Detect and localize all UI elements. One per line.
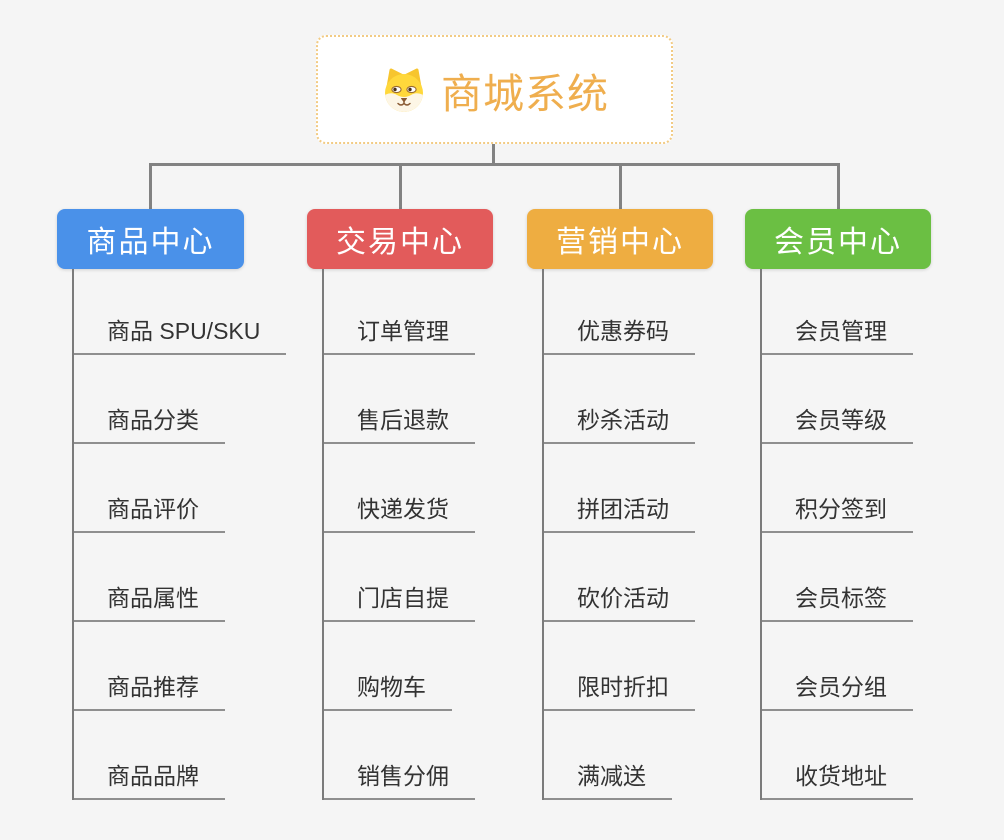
child-topic[interactable]: 优惠券码 <box>544 312 695 355</box>
child-column-product-center: 商品 SPU/SKU 商品分类商品评价商品属性商品推荐商品品牌 <box>72 269 287 800</box>
child-topic[interactable]: 商品 SPU/SKU <box>74 312 287 355</box>
root-stem-connector <box>492 143 495 165</box>
branch-node-product-center[interactable]: 商品中心 <box>57 209 244 269</box>
drop-connector-trade-center <box>398 163 402 210</box>
child-topic[interactable]: 会员等级 <box>762 401 913 444</box>
child-topic[interactable]: 销售分佣 <box>324 757 475 800</box>
child-topic[interactable]: 积分签到 <box>762 490 913 533</box>
branch-label: 交易中心 <box>336 226 464 259</box>
child-column-member-center: 会员管理会员等级积分签到会员标签会员分组收货地址 <box>760 269 913 800</box>
branch-horizontal-connector <box>149 163 839 166</box>
child-column-marketing-center: 优惠券码秒杀活动拼团活动砍价活动限时折扣满减送 <box>542 269 695 800</box>
child-topic[interactable]: 购物车 <box>324 668 452 711</box>
drop-connector-member-center <box>836 163 840 210</box>
child-topic[interactable]: 商品属性 <box>74 579 225 622</box>
child-topic[interactable]: 拼团活动 <box>544 490 695 533</box>
drop-connector-marketing-center <box>618 163 622 210</box>
child-column-trade-center: 订单管理售后退款快递发货门店自提购物车销售分佣 <box>322 269 475 800</box>
branch-label: 商品中心 <box>86 226 215 259</box>
branch-node-member-center[interactable]: 会员中心 <box>745 209 931 269</box>
branch-node-trade-center[interactable]: 交易中心 <box>307 209 493 269</box>
child-topic[interactable]: 商品品牌 <box>74 757 225 800</box>
child-topic[interactable]: 商品分类 <box>74 401 225 444</box>
child-topic[interactable]: 会员标签 <box>762 579 913 622</box>
branch-label: 营销中心 <box>556 226 684 259</box>
child-topic[interactable]: 限时折扣 <box>544 668 695 711</box>
child-topic[interactable]: 砍价活动 <box>544 579 695 622</box>
branch-label: 会员中心 <box>774 226 902 259</box>
dog-face-icon <box>385 68 423 112</box>
child-topic[interactable]: 售后退款 <box>324 401 475 444</box>
child-topic[interactable]: 秒杀活动 <box>544 401 695 444</box>
child-topic[interactable]: 商品评价 <box>74 490 225 533</box>
child-topic[interactable]: 会员管理 <box>762 312 913 355</box>
child-topic[interactable]: 会员分组 <box>762 668 913 711</box>
root-node[interactable]: 商城系统 <box>316 35 673 144</box>
child-topic[interactable]: 商品推荐 <box>74 668 225 711</box>
child-topic[interactable]: 满减送 <box>544 757 672 800</box>
child-topic[interactable]: 门店自提 <box>324 579 475 622</box>
drop-connector-product-center <box>149 163 152 210</box>
child-topic[interactable]: 快递发货 <box>324 490 475 533</box>
child-topic[interactable]: 订单管理 <box>324 312 475 355</box>
root-title: 商城系统 <box>441 70 609 117</box>
branch-node-marketing-center[interactable]: 营销中心 <box>527 209 713 269</box>
child-topic[interactable]: 收货地址 <box>762 757 913 800</box>
